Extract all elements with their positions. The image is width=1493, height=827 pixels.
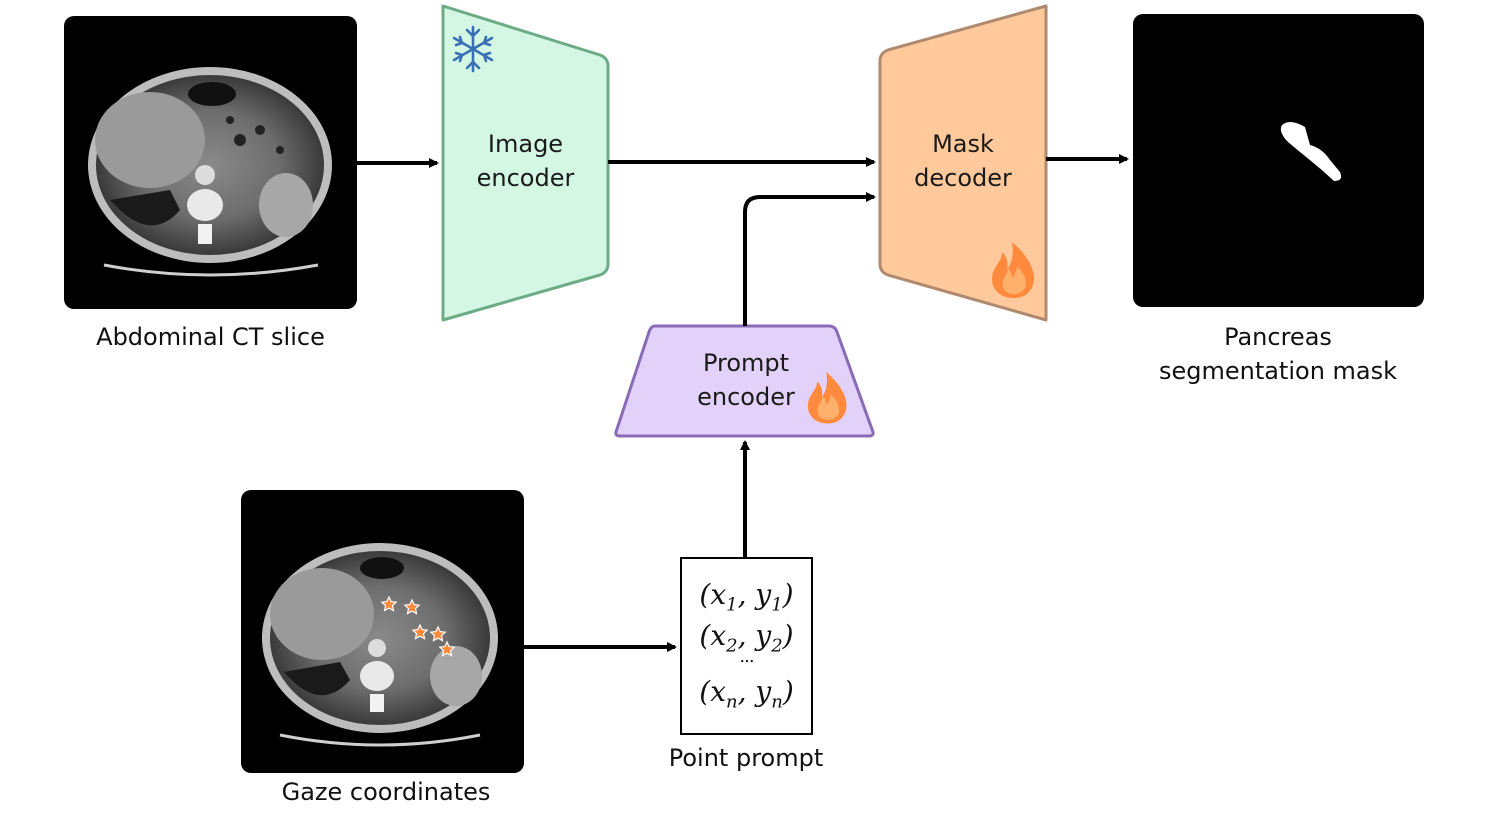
- gaze-caption: Gaze coordinates: [281, 778, 491, 806]
- connections: [357, 154, 1129, 652]
- output-caption: Pancreas segmentation mask: [1118, 320, 1438, 388]
- mask-decoder-line1: Mask: [932, 130, 994, 158]
- output-caption-line2: segmentation mask: [1158, 357, 1398, 385]
- prompt-encoder-line1: Prompt: [702, 349, 790, 377]
- image-encoder-line1: Image: [487, 130, 564, 158]
- gaze-point-star: [380, 595, 398, 612]
- gaze-point-star: [438, 640, 456, 657]
- mask-decoder-block: [878, 4, 1048, 322]
- image-encoder-block: [441, 4, 610, 322]
- fire-icon: [992, 242, 1034, 298]
- gaze-point-star: [411, 623, 429, 640]
- gaze-point-star: [429, 625, 447, 642]
- point-ellipsis: ...: [739, 646, 754, 667]
- fire-icon: [807, 372, 847, 424]
- point-prompt-box: [680, 557, 813, 735]
- image-encoder-line2: encoder: [476, 164, 575, 192]
- segmentation-mask-image: [1133, 14, 1424, 307]
- prompt-encoder-label: Prompt encoder: [660, 346, 832, 414]
- point-row-2: (x2, y2): [699, 619, 794, 657]
- ct-slice-image: [64, 16, 357, 309]
- output-caption-line1: Pancreas: [1224, 323, 1332, 351]
- gaze-points: [380, 595, 456, 657]
- arrow-prompt-encoder-to-mask-decoder: [743, 192, 876, 326]
- mask-decoder-line2: decoder: [914, 164, 1012, 192]
- image-encoder-label: Image encoder: [443, 127, 608, 195]
- gaze-ct-image: [241, 490, 524, 773]
- snowflake-icon: [452, 25, 494, 73]
- point-row-1: (x1, y1): [699, 578, 794, 616]
- mask-decoder-label: Mask decoder: [880, 127, 1046, 195]
- prompt-encoder-block: [614, 324, 875, 438]
- point-prompt-caption: Point prompt: [668, 744, 824, 772]
- gaze-point-star: [403, 598, 421, 615]
- point-row-n: (xn, yn): [699, 675, 794, 713]
- prompt-encoder-line2: encoder: [697, 383, 795, 411]
- ct-slice-caption: Abdominal CT slice: [96, 323, 325, 351]
